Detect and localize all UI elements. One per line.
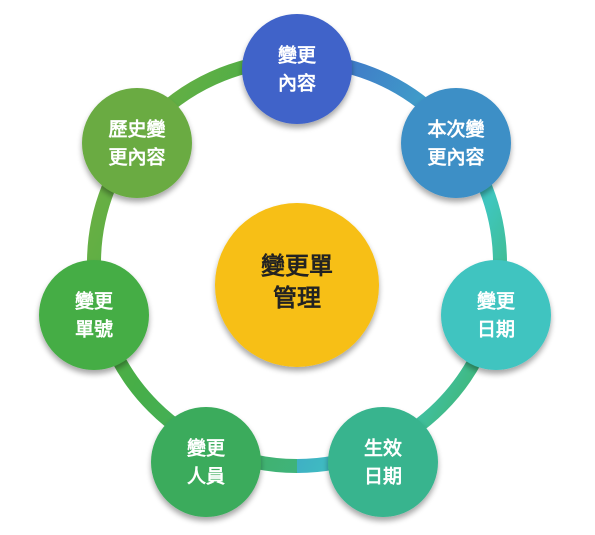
node-history-change-content-line-1: 歷史變 [108,118,166,141]
node-change-content-line-2: 內容 [278,72,316,95]
node-change-date-line-2: 日期 [477,319,515,341]
node-history-change-content-circle [82,88,192,198]
center-node-circle [215,203,379,367]
node-change-date-circle [441,260,551,370]
center-node-line-1: 變更單 [261,252,333,280]
node-change-date-line-1: 變更 [477,290,516,313]
node-change-personnel-line-1: 變更 [187,437,226,460]
node-history-change-content-line-2: 更內容 [108,146,165,169]
node-this-change-content-line-1: 本次變 [427,118,485,141]
node-this-change-content-circle [401,88,511,198]
node-effective-date-circle [328,407,438,517]
node-change-content-circle [242,14,352,124]
center-node-line-2: 管理 [273,284,321,312]
node-change-number-line-1: 變更 [75,290,114,313]
node-effective-date-line-1: 生效 [364,437,402,460]
node-this-change-content-line-2: 更內容 [427,146,484,169]
node-change-personnel-line-2: 人員 [187,466,225,488]
node-change-number-circle [39,260,149,370]
node-change-number-line-2: 單號 [75,319,113,341]
node-change-content-line-1: 變更 [278,44,317,67]
node-change-personnel-circle [151,407,261,517]
center-node[interactable]: 變更單 管理 [215,203,379,367]
node-effective-date-line-2: 日期 [364,466,402,488]
